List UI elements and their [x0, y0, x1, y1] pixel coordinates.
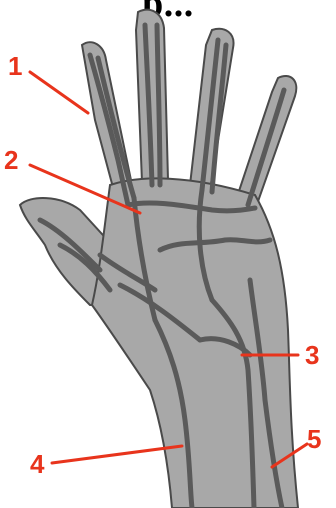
callout-3: 3 [305, 340, 319, 370]
callout-line-1 [30, 72, 88, 113]
callout-4: 4 [30, 449, 45, 479]
callout-5: 5 [307, 424, 321, 454]
callout-line-4 [52, 446, 182, 463]
callout-1: 1 [8, 51, 22, 81]
callout-2: 2 [4, 145, 18, 175]
